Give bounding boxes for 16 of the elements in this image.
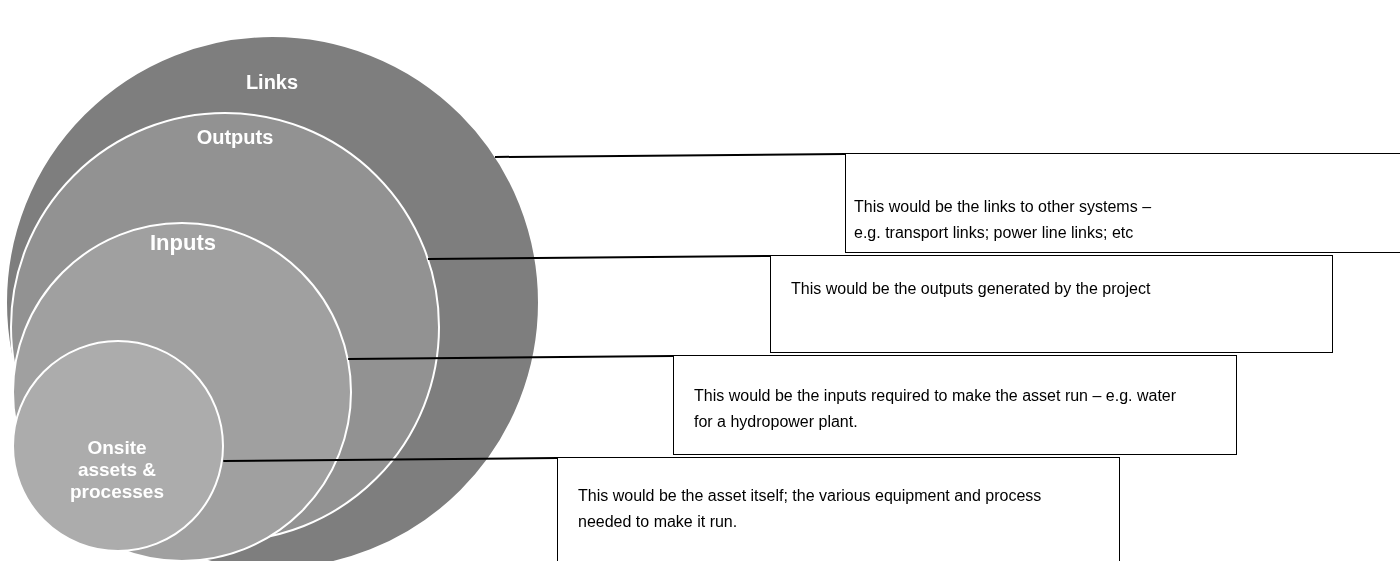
circle-label: Onsite assets & processes — [69, 437, 165, 503]
circle-label: Outputs — [195, 125, 275, 149]
circle-label: Inputs — [149, 230, 217, 256]
description-text: This would be the asset itself; the various equipment and process needed to make it run. — [578, 486, 1043, 532]
leader-line — [347, 355, 674, 360]
text-box — [557, 457, 1120, 561]
leader-line — [426, 255, 771, 260]
leader-line — [494, 153, 846, 158]
leader-line — [222, 457, 558, 462]
description-text: This would be the inputs required to make the asset run – e.g. water for a hydropower plant. — [694, 386, 1178, 432]
text-box — [845, 153, 1400, 253]
description-text: This would be the outputs generated by the project — [791, 279, 1152, 299]
description-text: This would be the links to other systems – e.g. transport links; power line links; etc — [854, 197, 1153, 243]
text-box — [770, 255, 1333, 353]
text-box — [673, 355, 1237, 455]
circle-label: Links — [244, 70, 300, 94]
